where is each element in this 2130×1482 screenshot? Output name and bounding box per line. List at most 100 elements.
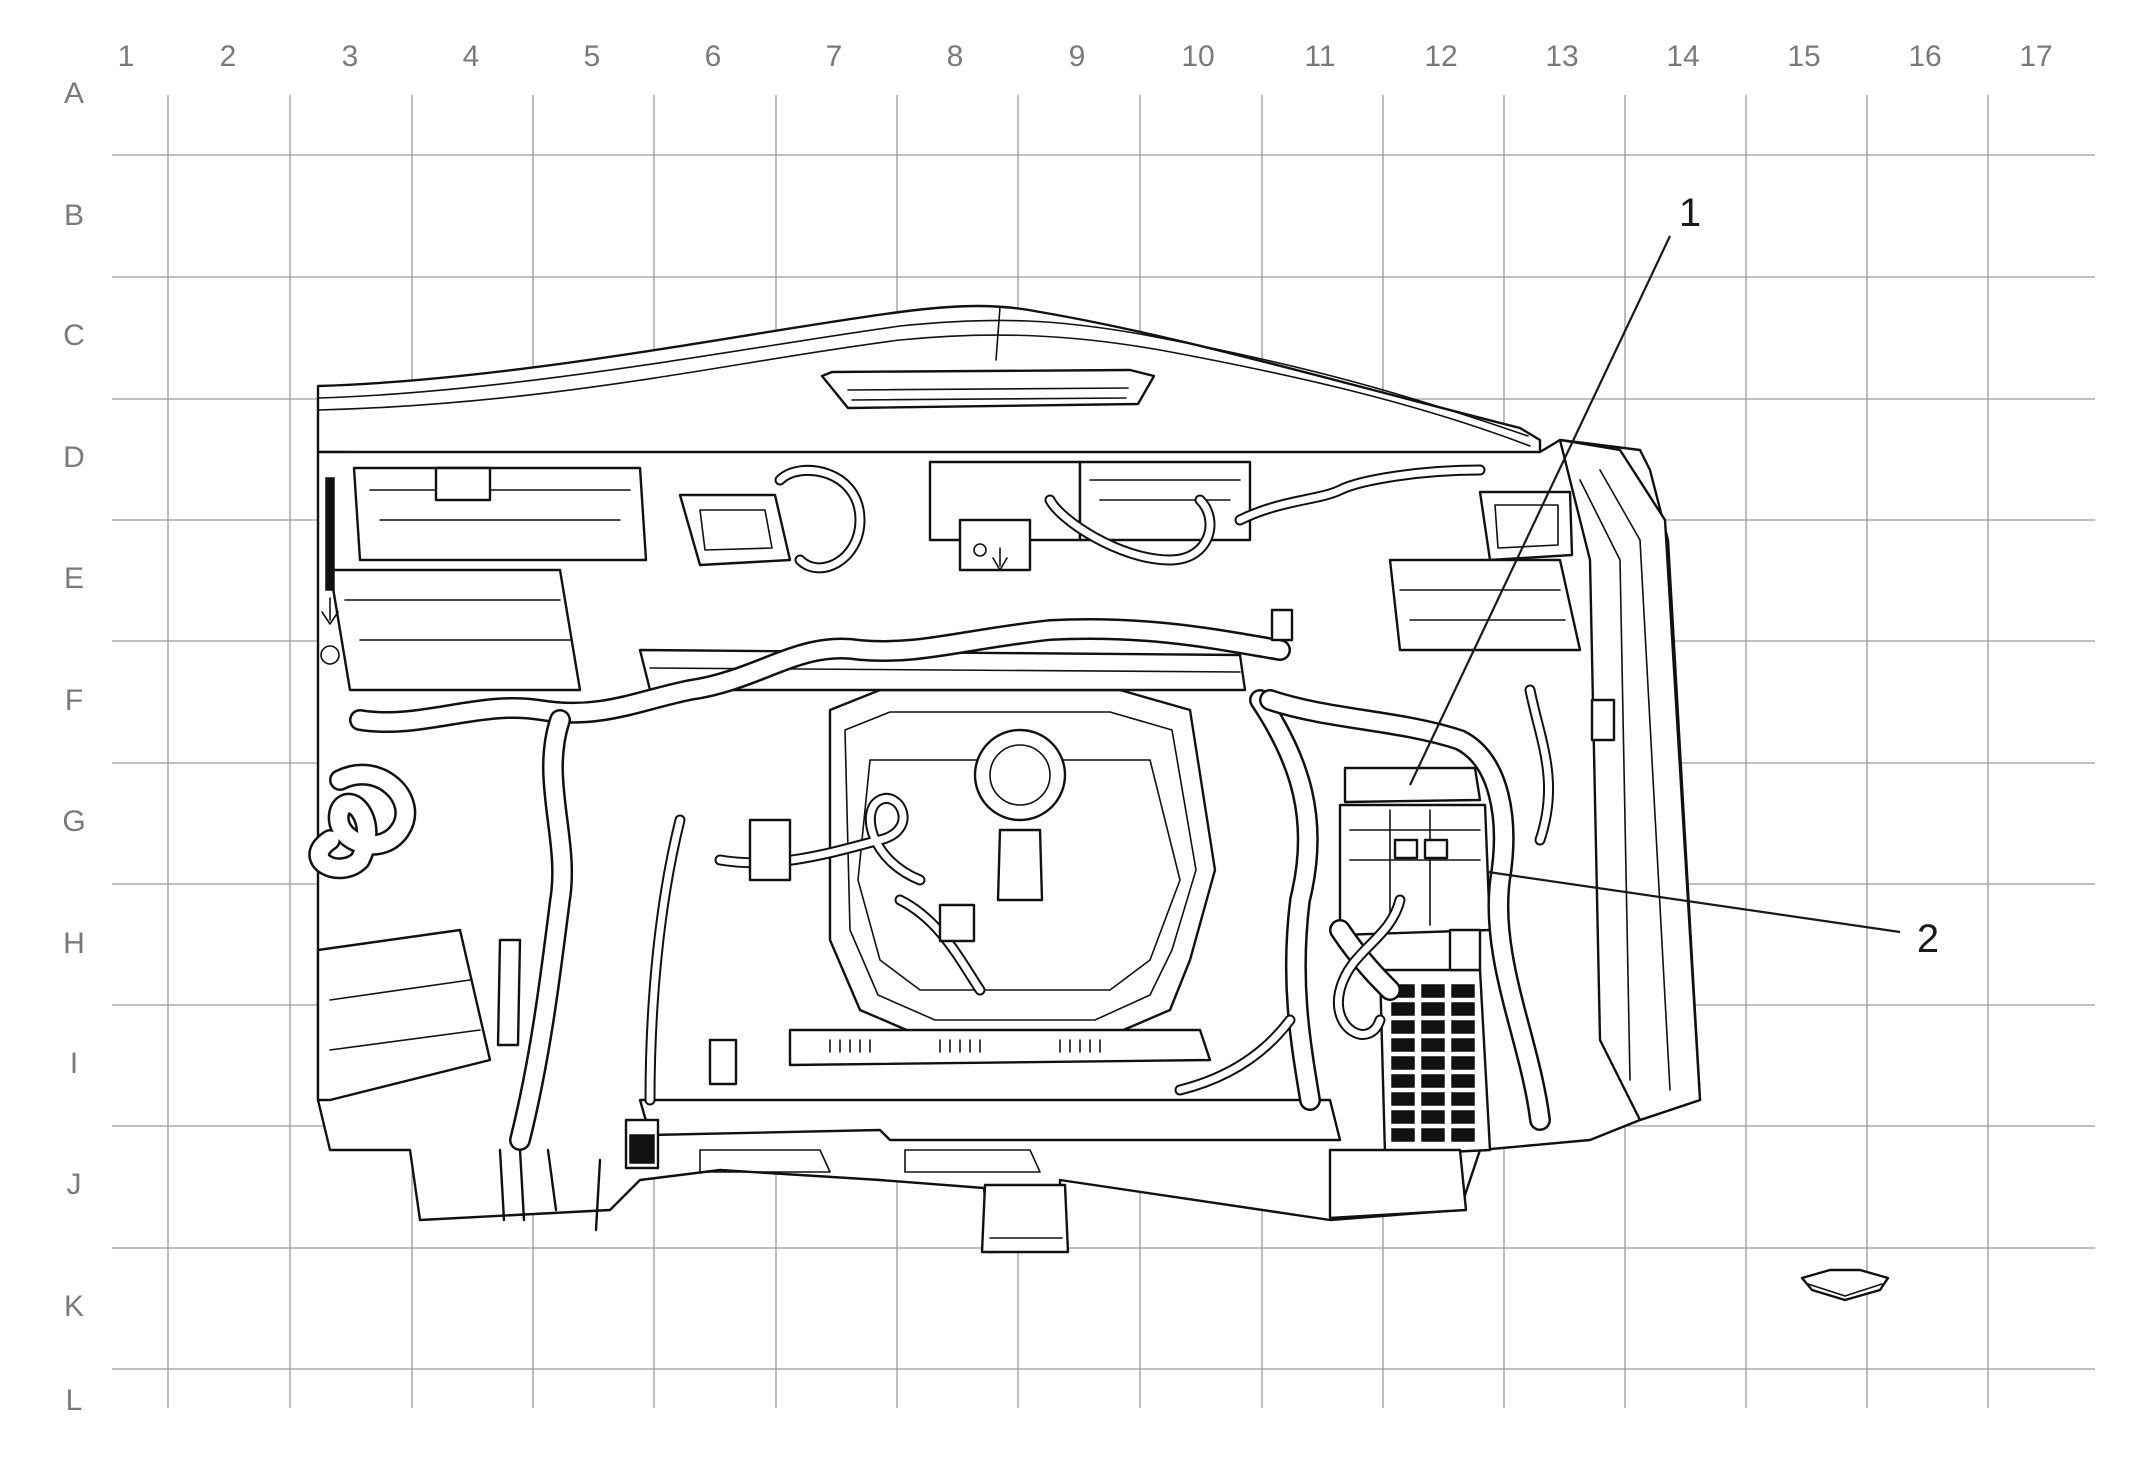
lower-right-box <box>1328 1148 1468 1220</box>
fuse-slot <box>1451 1074 1475 1088</box>
column-label: 6 <box>705 40 722 73</box>
row-label: B <box>64 199 84 232</box>
row-label: E <box>64 562 84 595</box>
center-stack-inner <box>844 711 1197 1021</box>
row-label: L <box>66 1384 83 1417</box>
right-side-panel <box>1558 438 1702 1122</box>
left-knee-bolster <box>316 928 492 1102</box>
center-stack-inner-2 <box>857 759 1181 991</box>
fuse-slot <box>1391 1056 1415 1070</box>
left-connector-block <box>678 493 792 567</box>
row-label: F <box>65 684 83 717</box>
bcm-connector-1 <box>1393 838 1419 860</box>
fuse-slot <box>1421 1056 1445 1070</box>
fuse-slot <box>1421 1038 1445 1052</box>
lower-left-stubs <box>498 1148 602 1232</box>
fuse-slot <box>1391 1038 1415 1052</box>
row-label: G <box>62 805 85 838</box>
column-label: 4 <box>463 40 480 73</box>
left-tab <box>434 466 492 502</box>
callout-2-leader <box>1487 870 1901 934</box>
lower-structure-beam <box>638 1098 1342 1142</box>
center-bracket-hole <box>973 543 987 557</box>
callout-1-label: 1 <box>1679 191 1701 235</box>
steering-column-shaft <box>996 828 1044 902</box>
column-label: 15 <box>1787 40 1820 73</box>
fuse-slot <box>1391 1110 1415 1124</box>
lower-left-connector-body <box>629 1134 655 1164</box>
fuse-slot <box>1451 1020 1475 1034</box>
fuse-slot <box>1391 1128 1415 1142</box>
right-upper-module <box>1388 558 1582 652</box>
fuse-slot <box>1451 1128 1475 1142</box>
body-control-module <box>1343 766 1482 804</box>
fuse-slot <box>1421 1074 1445 1088</box>
bcm-connector-2 <box>1423 838 1449 860</box>
fuse-slot <box>1421 1020 1445 1034</box>
left-vent-slot <box>496 938 522 1047</box>
column-label: 11 <box>1304 40 1335 73</box>
column-label: 14 <box>1666 40 1699 73</box>
upper-right-connector <box>1270 608 1294 642</box>
bottom-center-bracket <box>980 1183 1070 1254</box>
left-connector-block-inner <box>699 509 773 551</box>
row-label: J <box>67 1168 82 1201</box>
left-vertical-brace <box>325 477 335 591</box>
lower-center-plate <box>788 1028 1212 1067</box>
fuse-slot <box>1421 1128 1445 1142</box>
fuse-slot <box>1451 1110 1475 1124</box>
dash-top-crease-2 <box>317 334 1531 447</box>
left-clip-hole <box>320 645 340 665</box>
column-label: 13 <box>1545 40 1578 73</box>
fuse-slot <box>1391 1074 1415 1088</box>
fuse-slot <box>1451 984 1475 998</box>
fuse-block-slots <box>1391 984 1475 1142</box>
column-label: 3 <box>342 40 359 73</box>
right-connector-block <box>1478 490 1574 562</box>
right-connector <box>1590 698 1616 742</box>
fuse-slot <box>1451 1002 1475 1016</box>
relay <box>1448 928 1482 972</box>
left-lower-module <box>328 568 582 692</box>
fuse-slot <box>1421 1002 1445 1016</box>
fuse-slot <box>1451 1056 1475 1070</box>
callout-1-leader <box>1409 235 1671 786</box>
upper-center-module-2-lines <box>1089 479 1241 501</box>
row-label: A <box>64 77 84 110</box>
left-knee-bolster-lines <box>329 979 481 1051</box>
front-direction-arrow-icon <box>1800 1268 1890 1302</box>
instrument-panel-illustration <box>308 304 1702 1254</box>
column-label: 16 <box>1908 40 1941 73</box>
right-connector-block-inner <box>1494 504 1559 549</box>
callout-2-label: 2 <box>1917 917 1939 961</box>
fuse-slot <box>1451 1038 1475 1052</box>
left-lower-module-lines <box>344 599 571 641</box>
lower-plate-ticks <box>829 1039 1101 1053</box>
column-label: 10 <box>1181 40 1214 73</box>
column-label: 2 <box>220 40 237 73</box>
center-clip-arrow-icon <box>992 547 1008 571</box>
upper-center-module-2 <box>1078 460 1252 542</box>
column-label: 1 <box>118 40 135 73</box>
column-label: 17 <box>2019 40 2052 73</box>
column-label: 7 <box>826 40 843 73</box>
steering-column-mount-inner <box>989 744 1051 806</box>
center-connector <box>938 903 976 943</box>
row-label: C <box>63 319 85 352</box>
fuse-slot <box>1391 1020 1415 1034</box>
column-label: 8 <box>947 40 964 73</box>
defrost-vent-inner <box>847 387 1129 401</box>
row-label: H <box>63 927 85 960</box>
body-control-module-body <box>1338 803 1492 937</box>
row-label: D <box>63 441 85 474</box>
fuse-slot <box>1391 1002 1415 1016</box>
lower-structure-detail <box>699 1149 1041 1173</box>
left-upper-module-lines <box>369 467 631 521</box>
fuse-slot <box>1391 1092 1415 1106</box>
column-label: 12 <box>1424 40 1457 73</box>
body-control-module-detail <box>1349 809 1481 926</box>
